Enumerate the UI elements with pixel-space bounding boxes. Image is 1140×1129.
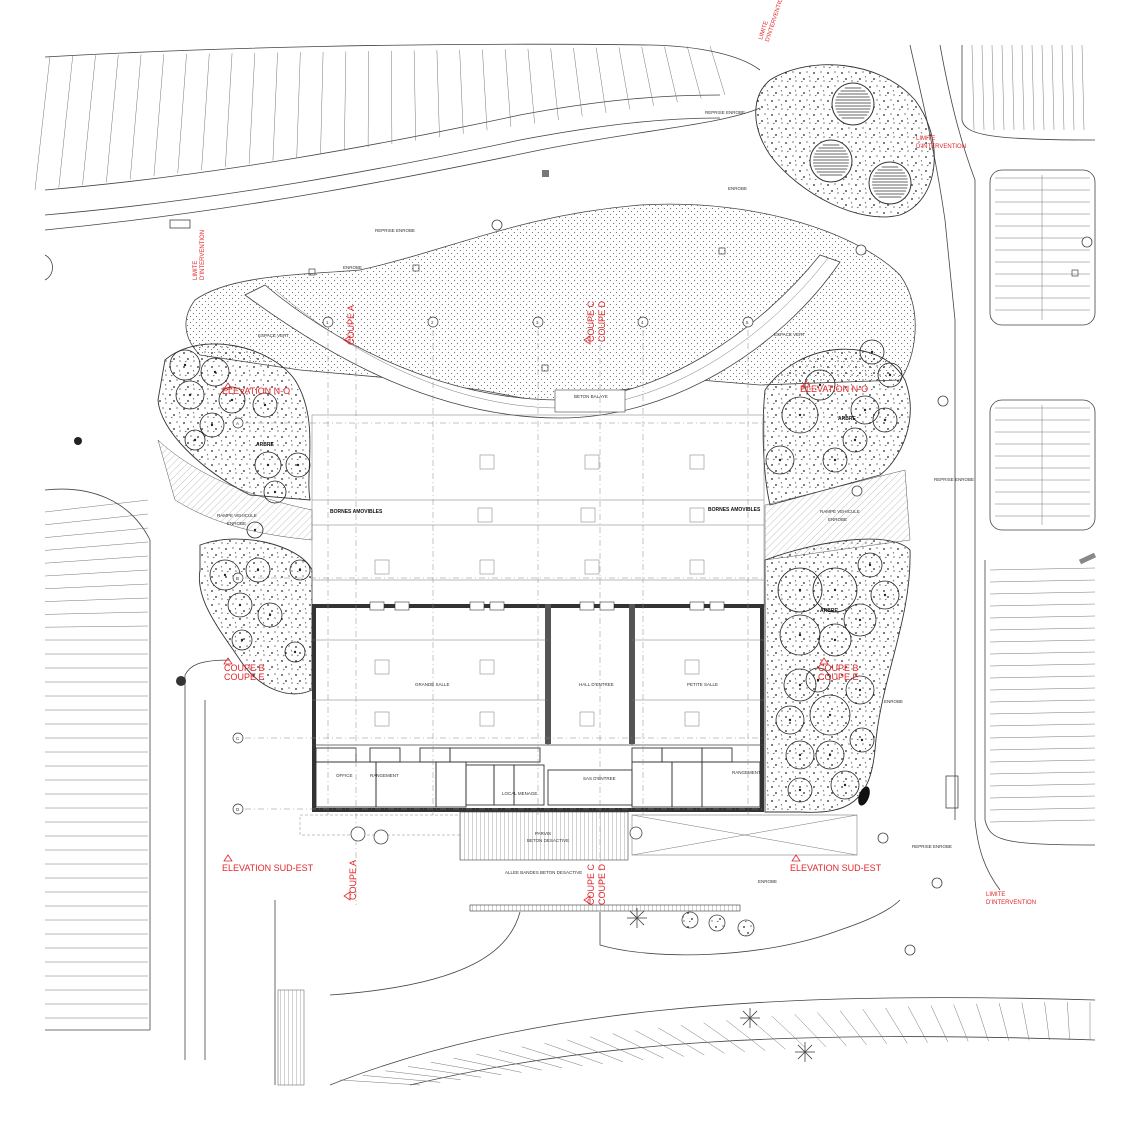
office-label: OFFICE — [336, 773, 353, 778]
limite-intervention-top: LIMITE D'INTERVENTION — [758, 0, 786, 43]
beton-balaye: BETON BALAYE — [574, 394, 608, 399]
axis-5: 5 — [742, 316, 754, 328]
elevation-se-right-label: ELEVATION SUD-EST — [790, 863, 882, 873]
elevation-no-right-label: ELEVATION N-O — [800, 384, 868, 394]
elevation-no-left-label: ELEVATION N-O — [222, 386, 290, 396]
coupe-e-left-label: COUPE E — [224, 672, 265, 682]
axis-4: 4 — [637, 316, 649, 328]
arbre-right: ARBRE — [838, 416, 856, 422]
rampe-vehicule-right: RAMPE VEHICULE — [820, 509, 860, 514]
enrobe-rampe-right: ENROBE — [828, 517, 847, 522]
enrobe-top: ENROBE — [728, 186, 747, 191]
limite-right-line2: D'INTERVENTION — [916, 144, 966, 150]
axis-1: 1 — [322, 316, 334, 328]
parking-bottom — [329, 899, 1096, 1086]
limite-right-line1: LIMITE — [916, 136, 935, 142]
limite-br-line1: LIMITE — [986, 892, 1005, 898]
limite-top-line1: LIMITE — [758, 20, 770, 40]
limite-left-line2: D'INTERVENTION — [200, 230, 206, 280]
axis-2-label: 2 — [431, 320, 434, 325]
limite-intervention-bottom-right: LIMITE D'INTERVENTION — [986, 892, 1036, 906]
grande-salle-label: GRANDE SALLE — [415, 682, 450, 687]
coupe-b-left-label: COUPE B — [224, 663, 265, 673]
reprise-enrobe-right: REPRISE ENROBE — [934, 477, 974, 482]
enrobe-rampe-left: ENROBE — [227, 521, 246, 526]
axis-4-label: 4 — [641, 320, 644, 325]
coupe-d-bottom-label: COUPE D — [597, 863, 607, 905]
elevation-se-left-label: ELEVATION SUD-EST — [222, 863, 314, 873]
espace-vert-left: ESPACE VERT — [258, 333, 289, 338]
structural-grid — [245, 330, 765, 905]
coupe-a-bottom-label: COUPE A — [348, 860, 358, 900]
reprise-enrobe-bottom-right: REPRISE ENROBE — [912, 844, 952, 849]
limite-top-line2: D'INTERVENTION — [765, 0, 786, 43]
axis-D-label: D — [236, 807, 240, 812]
sas-entree-label: SAS D'ENTREE — [583, 776, 616, 781]
tree-grates — [809, 82, 912, 205]
limite-br-line2: D'INTERVENTION — [986, 900, 1036, 906]
coupe-a-top-label: COUPE A — [346, 305, 356, 345]
coupe-b-right-label: COUPE B — [818, 663, 859, 673]
arbre-right-lower: ARBRE — [820, 608, 838, 614]
site-features — [74, 170, 1097, 1062]
parking-top-right — [939, 44, 1096, 326]
rangement-right-label: RANGEMENT — [732, 770, 761, 775]
tree-canopies — [169, 339, 903, 803]
axis-C-label: C — [236, 736, 240, 741]
coupe-c-bottom-label: COUPE C — [586, 863, 596, 905]
bornes-amovibles-right: BORNES AMOVIBLES — [708, 507, 761, 513]
axis-D: D — [232, 803, 244, 815]
coupe-e-right-label: COUPE E — [818, 672, 859, 682]
rampe-vehicule-left: RAMPE VEHICULE — [217, 513, 257, 518]
bornes-amovibles-left: BORNES AMOVIBLES — [330, 509, 383, 515]
axis-2: 2 — [427, 316, 439, 328]
allee-label: ALLEE BANDES BETON DESACTIVE — [505, 870, 582, 875]
axis-3: 3 — [532, 316, 544, 328]
enrobe-left: ENROBE — [343, 265, 362, 270]
beton-desactive-label: BETON DESACTIVE — [527, 838, 569, 843]
parking-top-left — [34, 43, 726, 216]
limite-intervention-left: LIMITE D'INTERVENTION — [193, 230, 206, 280]
hall-entree-label: HALL D'ENTREE — [579, 682, 614, 687]
coupe-d-top-label: COUPE D — [597, 300, 607, 342]
axis-3-label: 3 — [536, 320, 539, 325]
parking-left — [44, 254, 151, 1031]
reprise-enrobe-top: REPRISE ENROBE — [705, 110, 745, 115]
axis-B: B — [232, 572, 244, 584]
planting-left-lower — [198, 538, 313, 695]
rangement-left-label: RANGEMENT — [370, 773, 399, 778]
enrobe-right: ENROBE — [884, 699, 903, 704]
coupe-c-top-label: COUPE C — [586, 300, 596, 342]
axis-1-label: 1 — [326, 320, 329, 325]
limite-left-line1: LIMITE — [193, 261, 199, 280]
axis-C: C — [232, 732, 244, 744]
espace-vert-right: ESPACE VERT — [774, 332, 805, 337]
axis-B-label: B — [236, 576, 239, 581]
reprise-enrobe-mid: REPRISE ENROBE — [375, 228, 415, 233]
planting-right-upper — [762, 348, 911, 506]
parvis-label: PARVIS — [535, 831, 551, 836]
parking-right-lower — [984, 399, 1096, 846]
axis-A: A — [232, 417, 244, 429]
axis-5-label: 5 — [746, 320, 749, 325]
limite-intervention-right: LIMITE D'INTERVENTION — [916, 136, 966, 150]
enrobe-bottom: ENROBE — [758, 879, 777, 884]
section-markers — [223, 335, 829, 905]
axis-A-label: A — [236, 421, 239, 426]
local-menage-label: LOCAL MENAGE — [502, 791, 537, 796]
petite-salle-label: PETITE SALLE — [687, 682, 718, 687]
arbre-left: ARBRE — [256, 442, 274, 448]
